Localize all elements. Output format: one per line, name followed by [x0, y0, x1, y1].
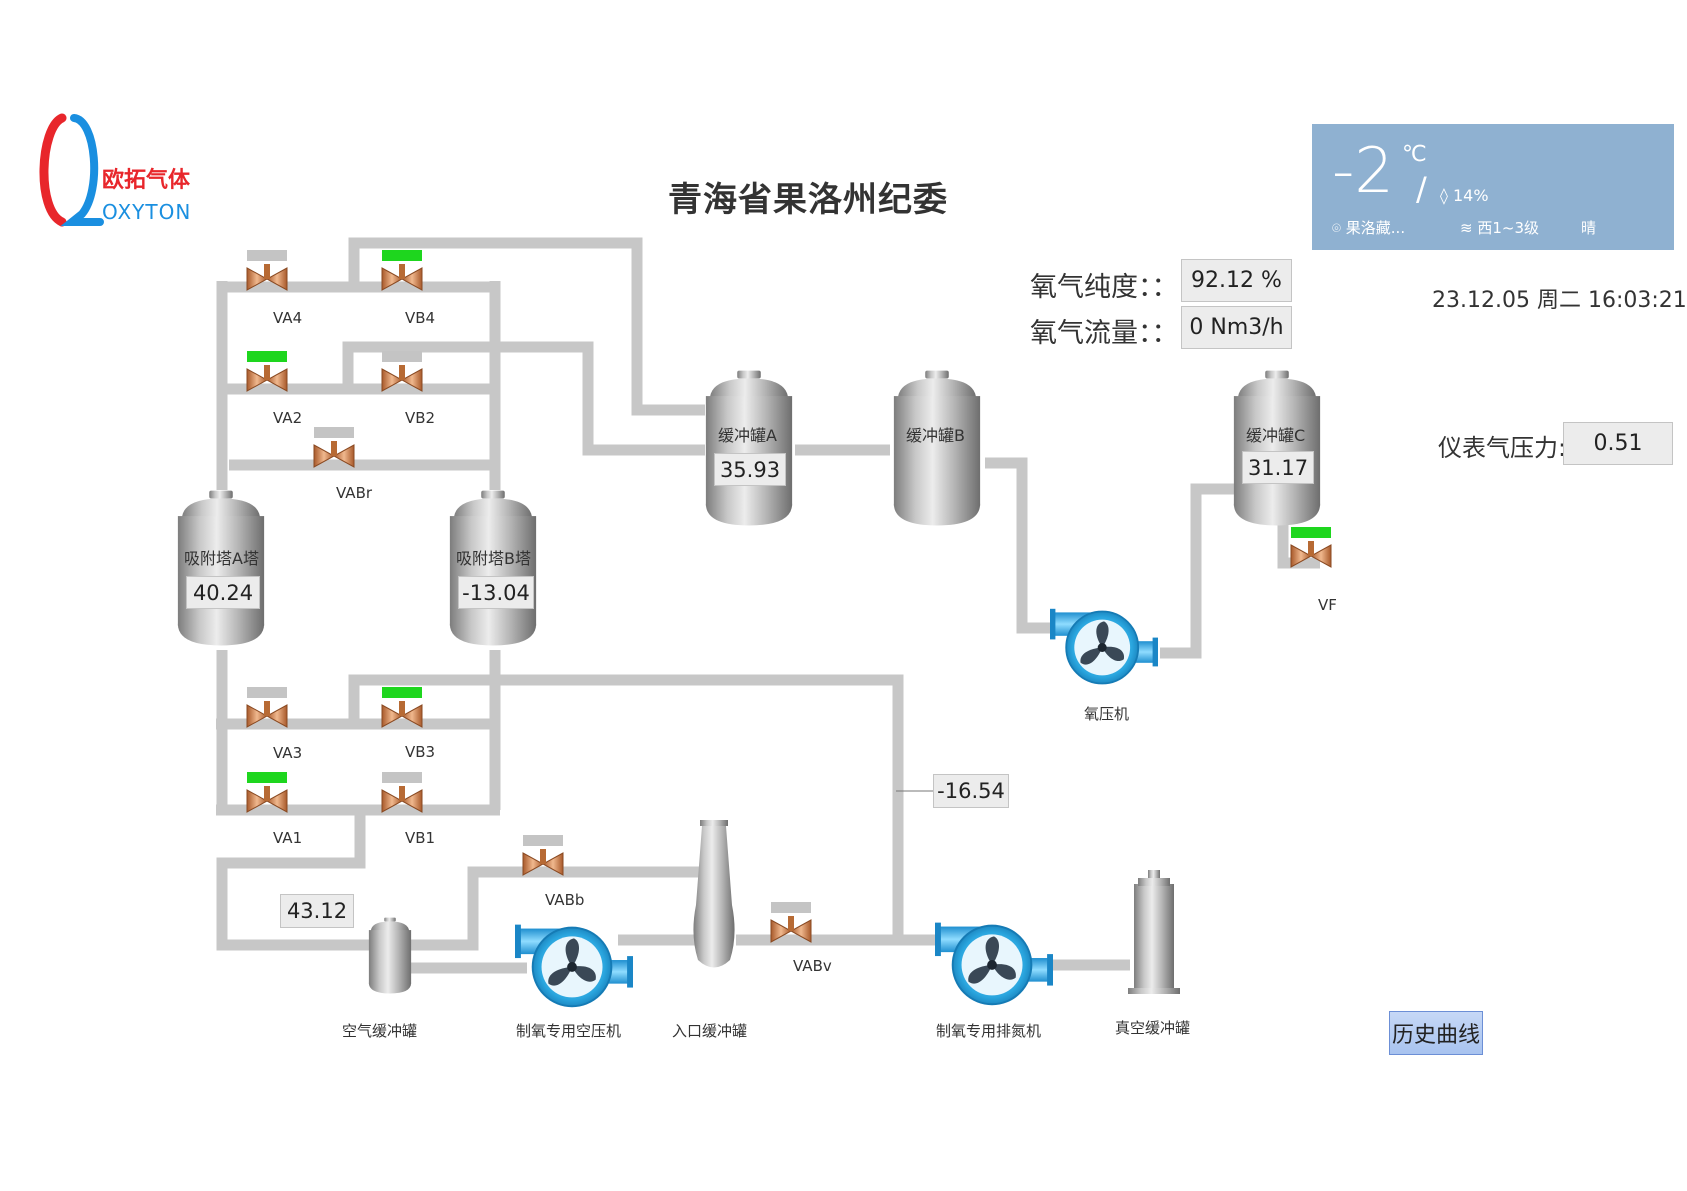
oxygen-compressor-icon: [1050, 607, 1158, 685]
weather-slash: /: [1416, 170, 1427, 208]
oxyton-logo: [39, 113, 104, 227]
datetime: 23.12.05 周二 16:03:21: [1432, 288, 1687, 313]
vacuum-pressure: -16.54: [933, 774, 1009, 808]
buffer-a-label: 缓冲罐A: [718, 426, 777, 445]
air-buffer-tank: [368, 917, 412, 994]
valve-va3[interactable]: [246, 687, 288, 728]
valve-vabb-status: [523, 835, 563, 846]
air-compressor-icon: [515, 923, 633, 1008]
valve-vabv[interactable]: [770, 902, 812, 943]
history-curve-button[interactable]: 历史曲线: [1389, 1011, 1483, 1055]
weather-temperature: -2: [1332, 134, 1394, 207]
oxygen-purity-value: 92.12 %: [1181, 259, 1292, 302]
oxygen-flow-value: 0 Nm3/h: [1181, 306, 1292, 349]
valve-vb2[interactable]: [381, 351, 423, 392]
valve-vabr-label: VABr: [336, 484, 373, 502]
valve-va2-label: VA2: [273, 409, 303, 427]
tower-b-label: 吸附塔B塔: [456, 549, 531, 568]
valve-va2[interactable]: [246, 351, 288, 392]
page-title: 青海省果洛州纪委: [668, 180, 948, 220]
weather-wind: ≋ 西1~3级: [1460, 219, 1539, 237]
valve-vf-label: VF: [1318, 596, 1337, 614]
valve-vabv-label: VABv: [793, 957, 832, 975]
valve-vb1-label: VB1: [405, 829, 436, 847]
valve-vb2-status: [382, 351, 422, 362]
valve-vb4[interactable]: [381, 250, 423, 291]
air-compressor-label: 制氧专用空压机: [516, 1022, 622, 1040]
valve-vb1[interactable]: [381, 772, 423, 813]
weather-unit: ℃: [1402, 142, 1427, 167]
air-buffer-label: 空气缓冲罐: [342, 1022, 418, 1040]
weather-condition: 晴: [1581, 219, 1597, 237]
buffer-tank-c: [1233, 370, 1321, 526]
buffer-a-value: 35.93: [714, 453, 786, 486]
valve-vabv-status: [771, 902, 811, 913]
valve-va1[interactable]: [246, 772, 288, 813]
weather-humidity: ◊ 14%: [1440, 186, 1489, 205]
oxygen-flow-label: 氧气流量：：: [1030, 318, 1179, 349]
valve-va3-label: VA3: [273, 744, 303, 762]
instrument-air-value: 0.51: [1563, 422, 1673, 465]
valve-vb3-status: [382, 687, 422, 698]
pipes: [216, 237, 1320, 974]
buffer-c-value: 31.17: [1242, 451, 1314, 484]
buffer-b-label: 缓冲罐B: [906, 426, 965, 445]
droplet-icon: ◊: [1440, 186, 1453, 205]
nitrogen-exhaust-label: 制氧专用排氮机: [936, 1022, 1042, 1040]
wind-icon: ≋: [1460, 219, 1478, 237]
valve-vb4-status: [382, 250, 422, 261]
valve-vb3-label: VB3: [405, 743, 436, 761]
buffer-tank-b: [893, 370, 981, 526]
valve-vabr-status: [314, 427, 354, 438]
valve-vabb[interactable]: [522, 835, 564, 876]
valve-vb4-label: VB4: [405, 309, 436, 327]
tower-a-value: 40.24: [186, 576, 260, 609]
air-buffer-pressure: 43.12: [280, 894, 354, 928]
logo-text-en: OXYTON: [102, 200, 192, 224]
vacuum-buffer-tank: [1128, 870, 1180, 994]
oxygen-compressor-label: 氧压机: [1084, 705, 1130, 723]
valve-va3-status: [247, 687, 287, 698]
valve-vabb-label: VABb: [545, 891, 585, 909]
location-pin-icon: ⌾: [1332, 219, 1346, 237]
valve-vf-status: [1291, 527, 1331, 538]
valve-va1-label: VA1: [273, 829, 303, 847]
inlet-buffer-label: 入口缓冲罐: [672, 1022, 748, 1040]
weather-widget: -2 ℃ / ◊ 14% ⌾ 果洛藏... ≋ 西1~3级 晴: [1312, 124, 1674, 250]
buffer-tank-a: [705, 370, 793, 526]
logo-text-cn: 欧拓气体: [102, 168, 191, 193]
valve-vabr[interactable]: [313, 427, 355, 468]
inlet-buffer-tank: [693, 820, 735, 968]
valve-va1-status: [247, 772, 287, 783]
valve-va2-status: [247, 351, 287, 362]
tower-a-label: 吸附塔A塔: [184, 549, 259, 568]
valve-vf[interactable]: [1290, 527, 1332, 568]
weather-location: ⌾ 果洛藏...: [1332, 219, 1406, 237]
valve-va4-label: VA4: [273, 309, 303, 327]
tower-b-value: -13.04: [458, 576, 534, 609]
buffer-c-label: 缓冲罐C: [1246, 426, 1306, 445]
valve-vb3[interactable]: [381, 687, 423, 728]
vacuum-buffer-label: 真空缓冲罐: [1115, 1019, 1191, 1037]
valve-vb1-status: [382, 772, 422, 783]
valve-vb2-label: VB2: [405, 409, 436, 427]
valve-va4[interactable]: [246, 250, 288, 291]
instrument-air-label: 仪表气压力:: [1438, 434, 1567, 462]
valve-va4-status: [247, 250, 287, 261]
oxygen-purity-label: 氧气纯度：：: [1030, 272, 1179, 303]
nitrogen-exhaust-icon: [935, 921, 1053, 1006]
